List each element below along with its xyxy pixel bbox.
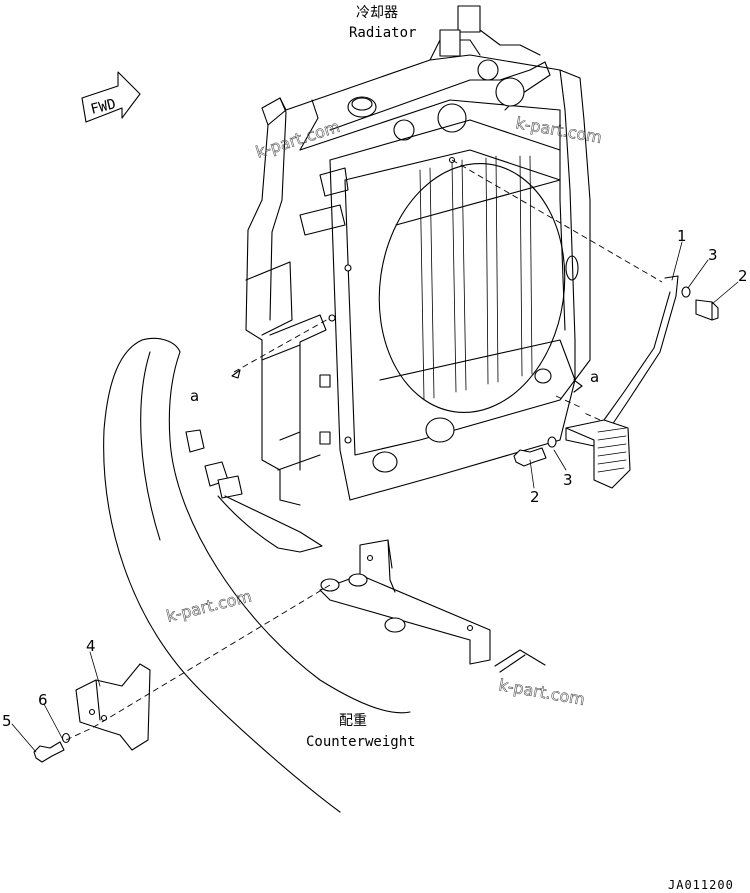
radiator-label: Radiator: [349, 25, 416, 41]
bolt-upper: [681, 286, 719, 321]
view-a-arrows: [231, 369, 583, 393]
counterweight-label-ja: 配重: [339, 713, 367, 729]
fwd-label: FWD: [89, 96, 117, 118]
callouts: 1 3 2 2 3 4 6 5: [2, 227, 748, 730]
callout-2-bottom: 2: [530, 488, 540, 506]
view-a-left-label: a: [190, 387, 199, 405]
watermark-3: k-part.com: [164, 586, 253, 626]
callout-4: 4: [86, 637, 96, 655]
radiator-label-ja: 冷却器: [356, 5, 398, 21]
guard-plate-part-4: [75, 663, 151, 751]
counterweight-label: Counterweight: [306, 734, 416, 750]
callout-6: 6: [38, 691, 48, 709]
center-lines: [65, 159, 663, 741]
radiator-assembly: [245, 5, 591, 506]
fwd-arrow: FWD: [81, 71, 141, 123]
watermark-1: k-part.com: [253, 117, 342, 162]
watermark-4: k-part.com: [497, 675, 586, 709]
callout-3-bottom: 3: [563, 471, 573, 489]
support-bracket: [319, 539, 546, 673]
watermark-2: k-part.com: [514, 113, 603, 147]
stay-rod-part-1: [565, 275, 679, 489]
leader-lines: [11, 241, 739, 753]
drawing-code: JA011200: [668, 878, 734, 892]
callout-1: 1: [677, 227, 687, 245]
callout-2-top: 2: [738, 267, 748, 285]
watermarks: k-part.com k-part.com k-part.com k-part.…: [164, 113, 604, 709]
view-a-right-label: a: [590, 368, 599, 386]
bolt-lower: [513, 436, 557, 467]
labels: 冷却器 Radiator 配重 Counterweight a a JA0112…: [190, 5, 734, 892]
counterweight: [103, 337, 411, 813]
callout-3-top: 3: [708, 246, 718, 264]
callout-5: 5: [2, 712, 12, 730]
bolt-left: [33, 732, 71, 763]
